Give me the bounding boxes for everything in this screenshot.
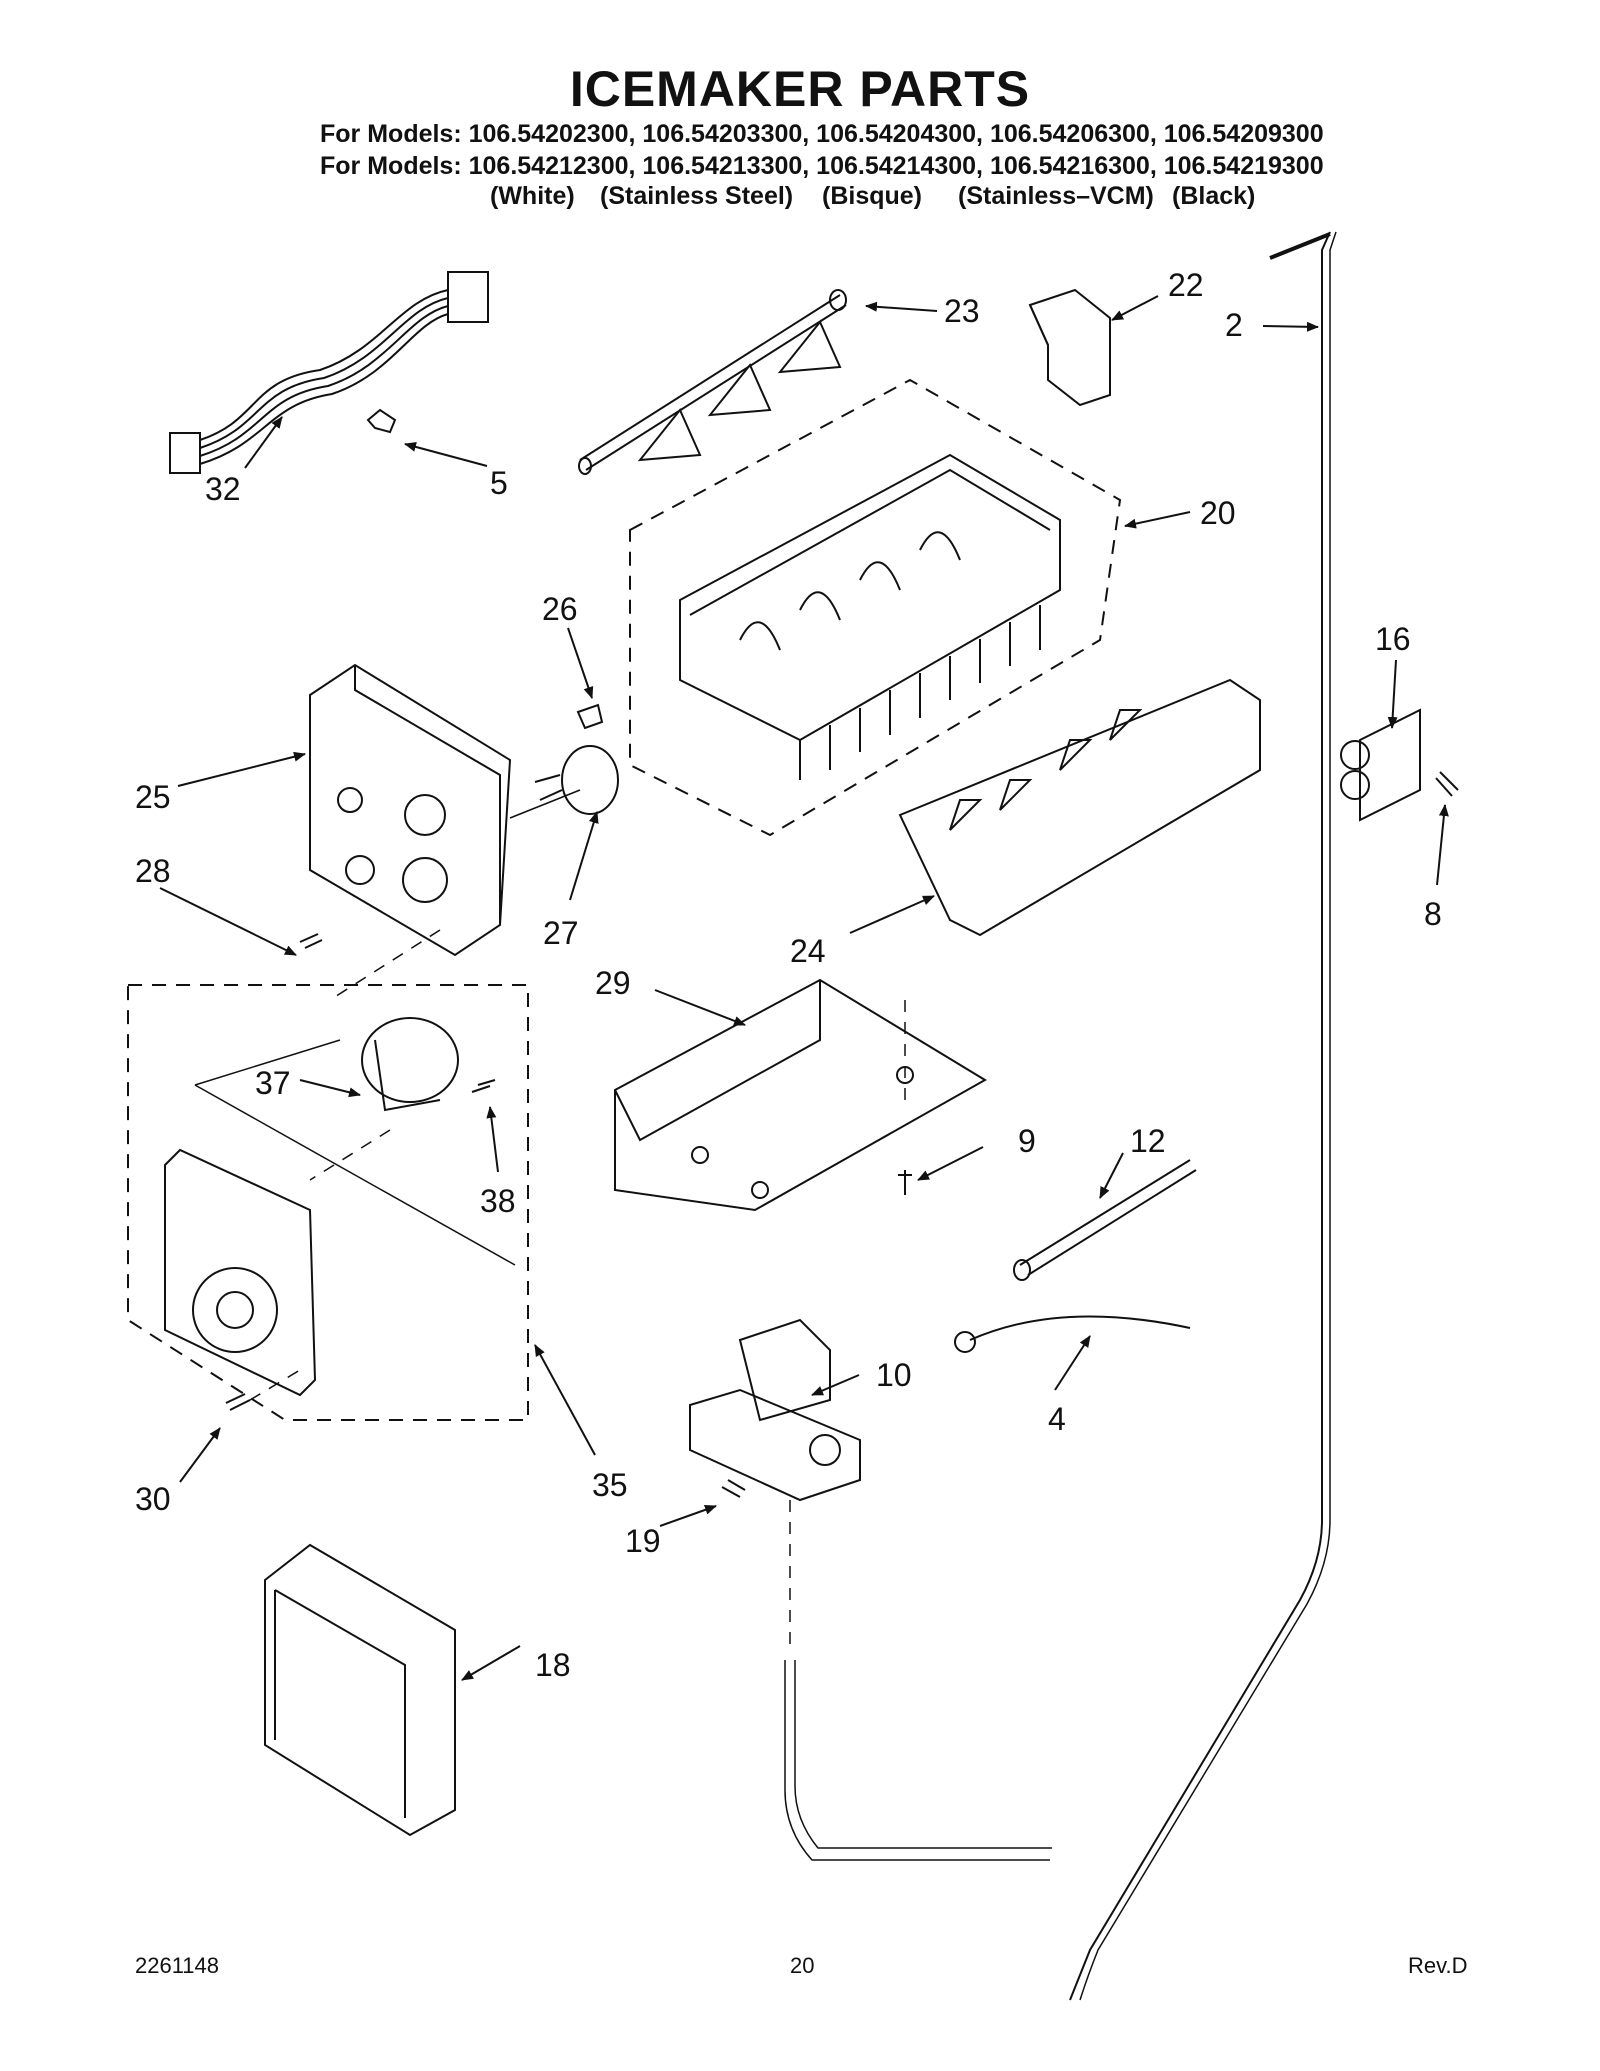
callout-38: 38 (480, 1183, 516, 1219)
fill-tube-part (1069, 231, 1331, 2001)
page-number: 20 (790, 1953, 815, 1978)
callout-18: 18 (535, 1647, 571, 1683)
callout-8: 8 (1424, 896, 1442, 932)
color-white: (White) (490, 182, 575, 210)
callout-24: 24 (790, 933, 826, 969)
screw-9-part (898, 1170, 912, 1195)
ice-mold-outline (629, 378, 1122, 837)
model-list: For Models: 106.54202300, 106.54203300, … (320, 118, 1324, 182)
screw-30-part (225, 1393, 251, 1411)
callout-19: 19 (625, 1523, 661, 1559)
cover-part (264, 1543, 456, 1837)
callout-22: 22 (1168, 267, 1204, 303)
mounting-plate-part (614, 978, 987, 1212)
document-number: 2261148 (135, 1953, 220, 1978)
screw-8-part (1435, 771, 1459, 797)
callout-27: 27 (543, 915, 579, 951)
motor-assembly-part (164, 1148, 317, 1397)
callout-10: 10 (876, 1357, 912, 1393)
callout-29: 29 (595, 965, 631, 1001)
mounting-bracket-part (1340, 708, 1421, 822)
screw-28-part (299, 933, 323, 949)
color-stainless-vcm: (Stainless–VCM) (958, 182, 1154, 210)
motor-assembly-outline (127, 984, 529, 1421)
callout-26: 26 (542, 591, 578, 627)
mold-bracket-part (1028, 288, 1111, 407)
wire-harness-part (169, 271, 489, 474)
callout-5: 5 (490, 465, 508, 501)
fill-tube-fitting-part (1013, 1159, 1197, 1281)
callout-4: 4 (1048, 1401, 1066, 1437)
clip-part (366, 408, 397, 434)
stripper-part (898, 678, 1261, 937)
color-stainless-steel: (Stainless Steel) (600, 182, 794, 210)
callout-32: 32 (205, 471, 241, 507)
callout-20: 20 (1200, 495, 1236, 531)
callout-2: 2 (1225, 307, 1243, 343)
model-line-2: For Models: 106.54212300, 106.54213300, … (320, 152, 1324, 180)
page-title: ICEMAKER PARTS (569, 61, 1031, 117)
hose-part (969, 1315, 1191, 1341)
callout-9: 9 (1018, 1123, 1036, 1159)
callout-35: 35 (592, 1467, 628, 1503)
callout-25: 25 (135, 779, 171, 815)
callout-30: 30 (135, 1481, 171, 1517)
screw-19-part (721, 1479, 746, 1498)
page-header: ICEMAKER PARTS (0, 60, 1600, 118)
callout-28: 28 (135, 853, 171, 889)
control-housing-part (309, 663, 512, 957)
ejector-shaft-part (578, 289, 847, 475)
model-line-1: For Models: 106.54202300, 106.54203300, … (320, 120, 1324, 148)
ice-mold-part (679, 453, 1061, 780)
color-black: (Black) (1172, 182, 1256, 210)
callout-23: 23 (944, 293, 980, 329)
motor-part (361, 1017, 459, 1112)
callout-12: 12 (1130, 1123, 1166, 1159)
callout-37: 37 (255, 1065, 291, 1101)
callout-16: 16 (1375, 621, 1411, 657)
water-valve-part (689, 1318, 861, 1502)
clip-26-part (576, 703, 604, 730)
color-bisque: (Bisque) (822, 182, 922, 210)
screw-38-part (471, 1079, 496, 1093)
revision-label: Rev.D (1408, 1953, 1468, 1978)
